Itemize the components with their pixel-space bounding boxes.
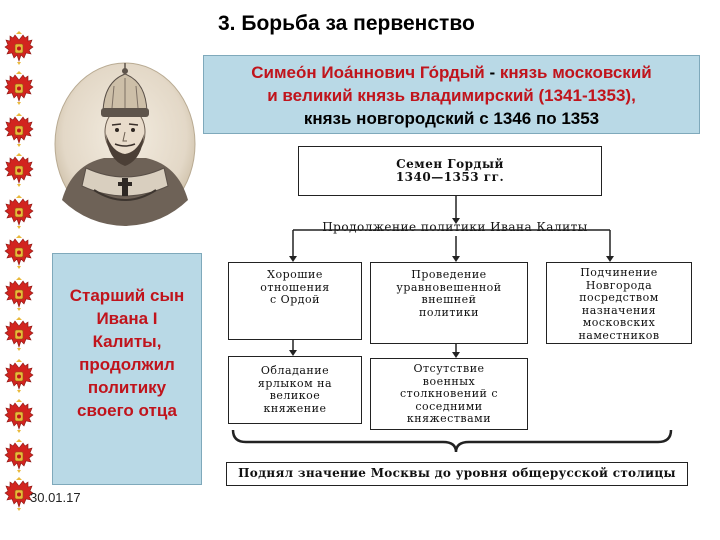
diagram-text: наместников — [578, 328, 660, 342]
summary-line: Старший сын — [69, 286, 185, 305]
double-headed-eagle-icon — [4, 70, 34, 106]
diagram-text: Обладание — [260, 364, 330, 377]
diagram-text: столкновений с — [399, 387, 499, 400]
diagram-ruler-name: Семен Гордый — [396, 157, 504, 171]
ruler-title-1: князь московский — [499, 63, 652, 82]
diagram-text: посредством — [579, 291, 659, 304]
diagram-text: великое — [269, 389, 321, 402]
diagram-text: военных — [422, 374, 476, 388]
summary-line: Ивана I — [96, 309, 158, 328]
diagram-text: ярлыком на — [257, 376, 333, 390]
ruler-info-panel: Симео́н Иоа́ннович Го́рдый - князь моско… — [203, 55, 700, 134]
summary-line: Калиты, — [92, 332, 162, 351]
diagram-text: Отсутствие — [413, 362, 485, 375]
diagram-text: назначения — [581, 303, 657, 317]
double-headed-eagle-icon — [4, 194, 34, 230]
double-headed-eagle-icon — [4, 30, 34, 66]
double-headed-eagle-icon — [4, 358, 34, 394]
diagram-connectors — [231, 195, 673, 453]
diagram-text: соседними — [415, 399, 483, 413]
policy-diagram: Семен Гордый 1340—1353 гг. Продолжение п… — [218, 140, 698, 500]
diagram-text: с Ордой — [270, 293, 320, 306]
diagram-text: Хорошие — [267, 268, 323, 281]
diagram-box-foreign-policy: Проведение уравновешенной внешней полити… — [370, 262, 528, 344]
double-headed-eagle-icon — [4, 152, 34, 188]
eagle-border — [0, 28, 40, 520]
diagram-result-box: Поднял значение Москвы до уровня общерус… — [226, 462, 688, 486]
ruler-name-line: Симео́н Иоа́ннович Го́рдый - князь моско… — [204, 61, 699, 84]
diagram-text: политики — [419, 305, 479, 319]
diagram-box-horde: Хорошие отношения с Ордой — [228, 262, 362, 340]
double-headed-eagle-icon — [4, 316, 34, 352]
diagram-policy-text: Продолжение политики Ивана Калиты — [322, 220, 588, 234]
slide-date: 30.01.17 — [30, 490, 81, 505]
diagram-text: княжение — [263, 401, 327, 415]
eagle-icons — [4, 30, 34, 512]
summary-line: политику — [87, 378, 167, 397]
ruler-name: Симео́н Иоа́ннович Го́рдый — [251, 63, 485, 82]
diagram-text: Проведение — [411, 268, 487, 281]
diagram-box-novgorod: Подчинение Новгорода посредством назначе… — [546, 262, 692, 344]
diagram-text: Подчинение — [580, 266, 658, 279]
diagram-policy-heading: Продолжение политики Ивана Калиты — [290, 218, 620, 238]
summary-line: продолжил — [79, 355, 175, 374]
ruler-title-3: князь новгородский с 1346 по 1353 — [303, 109, 600, 128]
double-headed-eagle-icon — [4, 112, 34, 148]
double-headed-eagle-icon — [4, 476, 34, 512]
summary-line: своего отца — [77, 401, 177, 420]
diagram-text: уравновешенной — [396, 280, 502, 294]
diagram-box-yarlyk: Обладание ярлыком на великое княжение — [228, 356, 362, 424]
diagram-text: княжествами — [406, 412, 492, 425]
summary-panel: Старший сын Ивана I Калиты, продолжил по… — [52, 253, 202, 485]
diagram-ruler-years: 1340—1353 гг. — [395, 169, 505, 184]
portrait-image — [52, 60, 198, 228]
double-headed-eagle-icon — [4, 438, 34, 474]
diagram-result-text: Поднял значение Москвы до уровня общерус… — [238, 466, 676, 480]
double-headed-eagle-icon — [4, 276, 34, 312]
double-headed-eagle-icon — [4, 234, 34, 270]
diagram-text: Новгорода — [585, 278, 653, 292]
double-headed-eagle-icon — [4, 398, 34, 434]
diagram-box-no-conflicts: Отсутствие военных столкновений с соседн… — [370, 358, 528, 430]
ruler-title-2: и великий князь владимирский (1341-1353)… — [267, 86, 636, 105]
diagram-text: внешней — [421, 293, 477, 306]
diagram-text: московских — [582, 316, 656, 329]
slide-title: 3. Борьба за первенство — [218, 12, 475, 35]
diagram-text: отношения — [260, 280, 330, 294]
diagram-ruler-box: Семен Гордый 1340—1353 гг. — [298, 146, 602, 196]
name-dash: - — [484, 63, 500, 82]
